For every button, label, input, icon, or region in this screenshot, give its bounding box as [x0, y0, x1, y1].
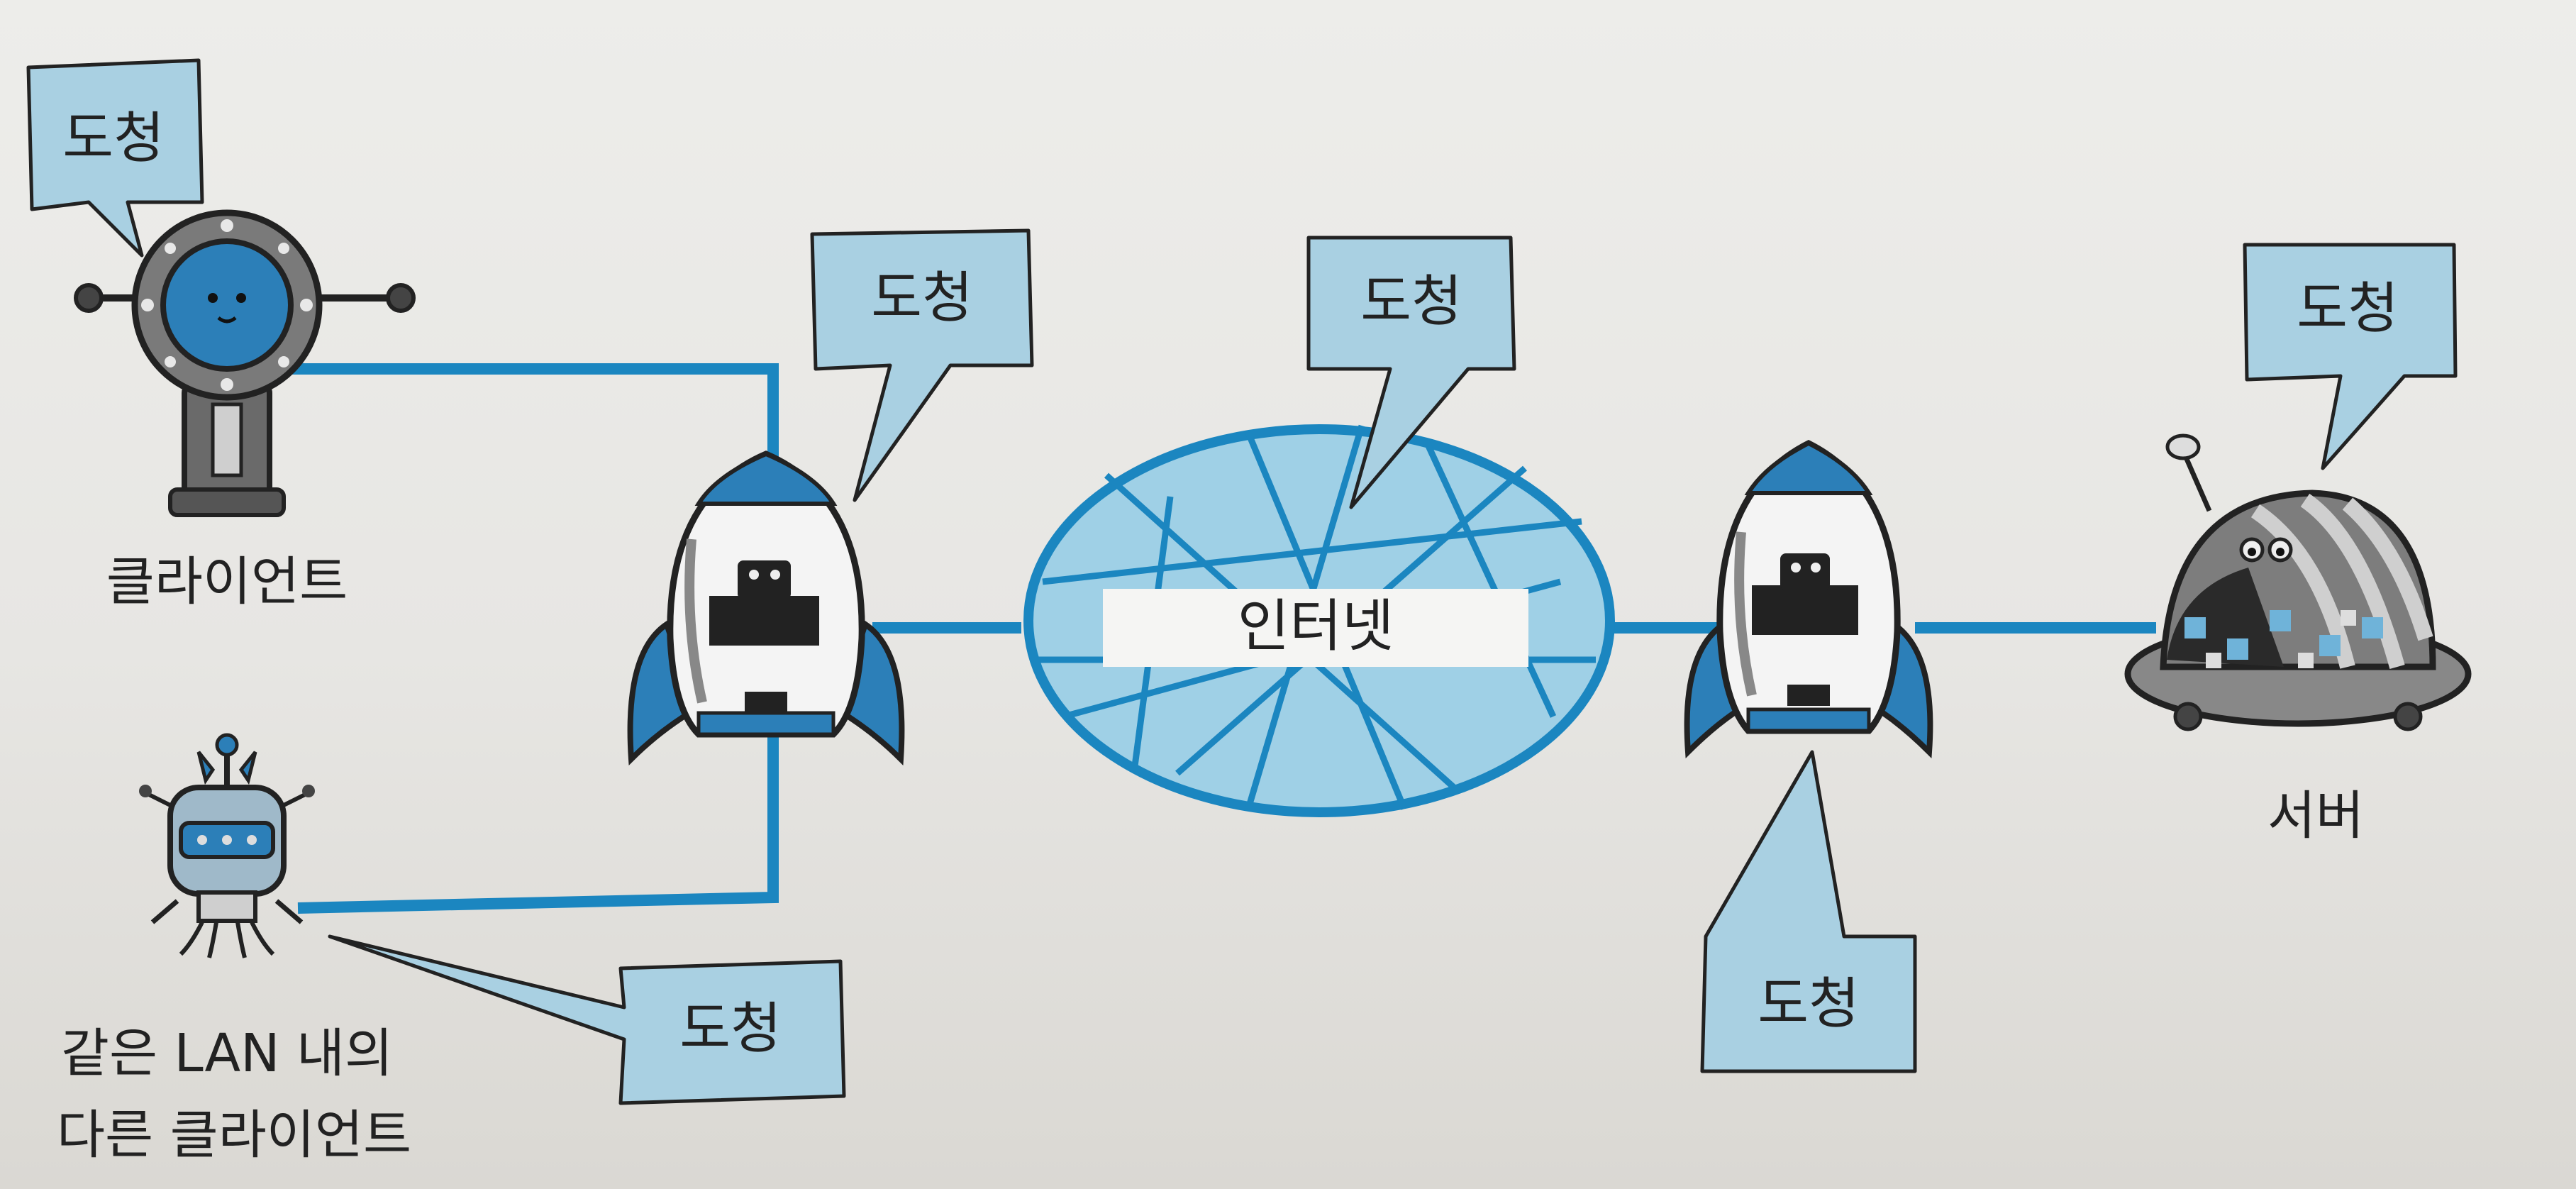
internet-label: 인터넷	[1238, 593, 1394, 659]
eavesdrop-label: 도청	[2297, 277, 2399, 341]
router-rocket-icon	[1684, 439, 1933, 759]
client-caption: 클라이언트	[106, 551, 348, 612]
eavesdrop-bubble-server: 도청	[2243, 243, 2458, 470]
eavesdrop-bubble-internet: 도청	[1306, 236, 1516, 509]
eavesdrop-label: 도청	[679, 997, 782, 1061]
eavesdrop-bubble-lan: 도청	[328, 934, 846, 1105]
lan-client-caption-line2: 다른 클라이언트	[57, 1105, 411, 1166]
lan-client-caption-line1: 같은 LAN 내의	[61, 1023, 393, 1084]
client-robot-icon	[74, 209, 416, 517]
server-robot-icon	[2124, 433, 2472, 731]
lan-client-to-router-line	[297, 731, 779, 914]
eavesdrop-label: 도청	[1758, 972, 1860, 1036]
eavesdrop-bubble-router-right: 도청	[1700, 750, 1917, 1073]
internet-label-box	[1103, 589, 1528, 667]
eavesdrop-bubble-client: 도청	[26, 58, 204, 258]
router-rocket-icon	[627, 450, 905, 766]
lan-client-robot-icon	[139, 733, 315, 958]
client-to-router-line	[284, 363, 779, 497]
internet-cloud-icon: 인터넷	[1023, 424, 1615, 817]
eavesdrop-label: 도청	[871, 266, 973, 330]
eavesdrop-label: 도청	[62, 106, 165, 170]
server-caption: 서버	[2267, 785, 2364, 846]
eavesdrop-label: 도청	[1360, 270, 1462, 333]
eavesdrop-bubble-router-left: 도청	[810, 228, 1034, 502]
